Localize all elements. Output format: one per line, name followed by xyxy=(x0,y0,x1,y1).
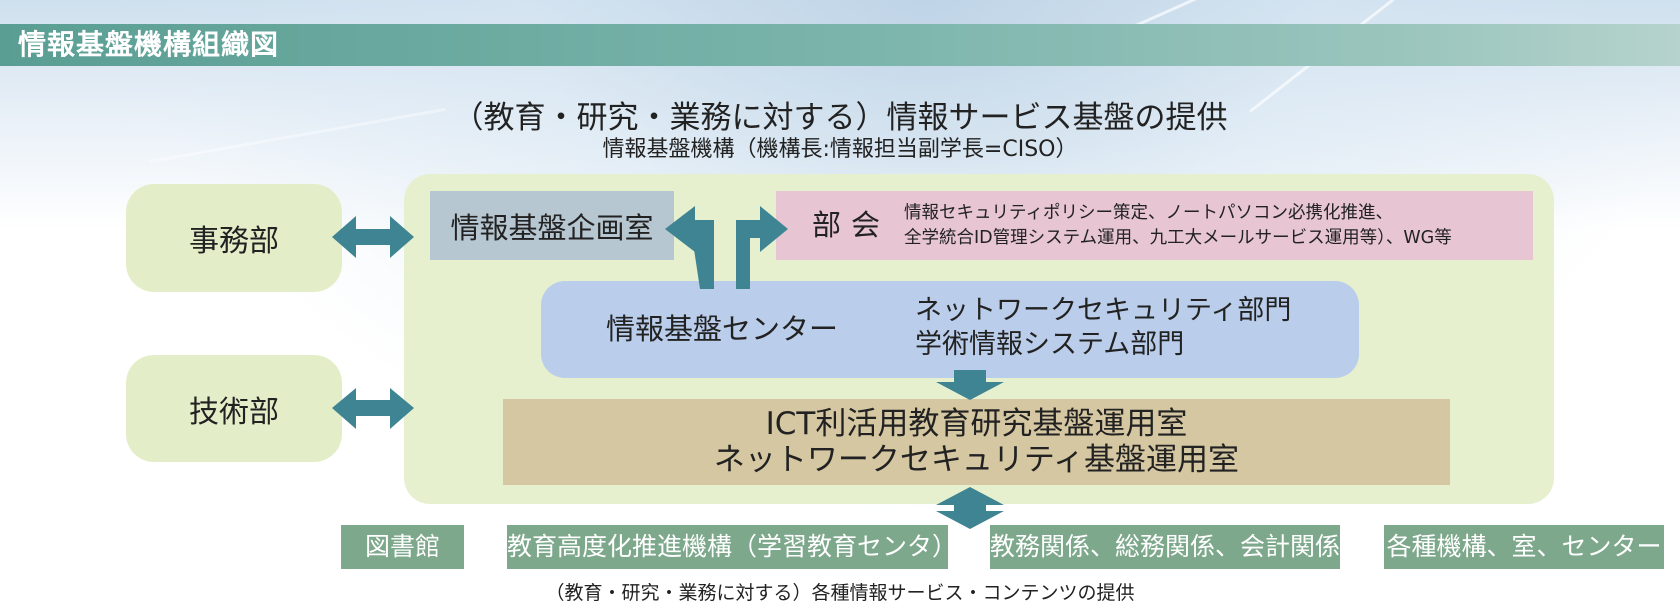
planning-office-box: 情報基盤企画室 xyxy=(430,191,674,260)
bottom-unit-education: 教育高度化推進機構（学習教育センタ） xyxy=(507,525,957,569)
top-heading: （教育・研究・業務に対する）情報サービス基盤の提供 xyxy=(452,100,1228,136)
dept-academic-info-systems: 学術情報システム部門 xyxy=(915,329,1185,360)
info-center-departments: ネットワークセキュリティ部門 学術情報システム部門 xyxy=(915,294,1291,362)
admin-double-arrow xyxy=(332,216,414,258)
committee-label: 部会 xyxy=(812,208,891,242)
tech-dept-label: 技術部 xyxy=(189,394,279,430)
committee-description: 情報セキュリティポリシー策定、ノートパソコン必携化推進、 全学統合ID管理システ… xyxy=(904,201,1529,251)
committee-box: 部会 情報セキュリティポリシー策定、ノートパソコン必携化推進、 全学統合ID管理… xyxy=(776,191,1533,260)
to-committee-arrow-shaft xyxy=(736,220,761,238)
to-committee-arrow-head xyxy=(760,206,788,252)
top-subheading: 情報基盤機構（機構長:情報担当副学長=CISO） xyxy=(602,137,1078,162)
to-planning-arrow-body xyxy=(700,222,714,289)
admin-dept-label: 事務部 xyxy=(189,224,279,259)
bottom-unit-various: 各種機構、室、センター xyxy=(1384,525,1664,569)
to-planning-arrow-head xyxy=(665,206,695,252)
bottom-unit-library: 図書館 xyxy=(341,525,464,569)
committee-desc-line2: 全学統合ID管理システム運用、九工大メールサービス運用等）、WG等 xyxy=(904,228,1452,248)
bottom-unit-administration: 教務関係、総務関係、会計関係 xyxy=(990,525,1340,569)
operations-box: ICT利活用教育研究基盤運用室 ネットワークセキュリティ基盤運用室 xyxy=(503,399,1450,485)
bottom-caption: （教育・研究・業務に対する）各種情報サービス・コンテンツの提供 xyxy=(545,582,1135,604)
dept-network-security: ネットワークセキュリティ部門 xyxy=(915,295,1292,326)
header-band xyxy=(0,24,1680,66)
operations-bottom-double-arrow xyxy=(936,487,1004,529)
info-center-name: 情報基盤センター xyxy=(606,312,839,346)
admin-dept-box: 事務部 xyxy=(126,184,342,292)
to-planning-arrow-shaft xyxy=(695,220,714,238)
tech-double-arrow xyxy=(332,388,414,429)
tech-dept-box: 技術部 xyxy=(126,355,342,462)
planning-office-label: 情報基盤企画室 xyxy=(450,210,654,245)
diagram-title: 情報基盤機構組織図 xyxy=(18,28,280,61)
committee-desc-line1: 情報セキュリティポリシー策定、ノートパソコン必携化推進、 xyxy=(904,203,1393,223)
center-to-operations-arrow xyxy=(936,370,1004,400)
operations-line2: ネットワークセキュリティ基盤運用室 xyxy=(713,442,1240,478)
info-center-box: 情報基盤センター ネットワークセキュリティ部門 学術情報システム部門 xyxy=(541,281,1359,378)
operations-line1: ICT利活用教育研究基盤運用室 xyxy=(765,406,1188,442)
